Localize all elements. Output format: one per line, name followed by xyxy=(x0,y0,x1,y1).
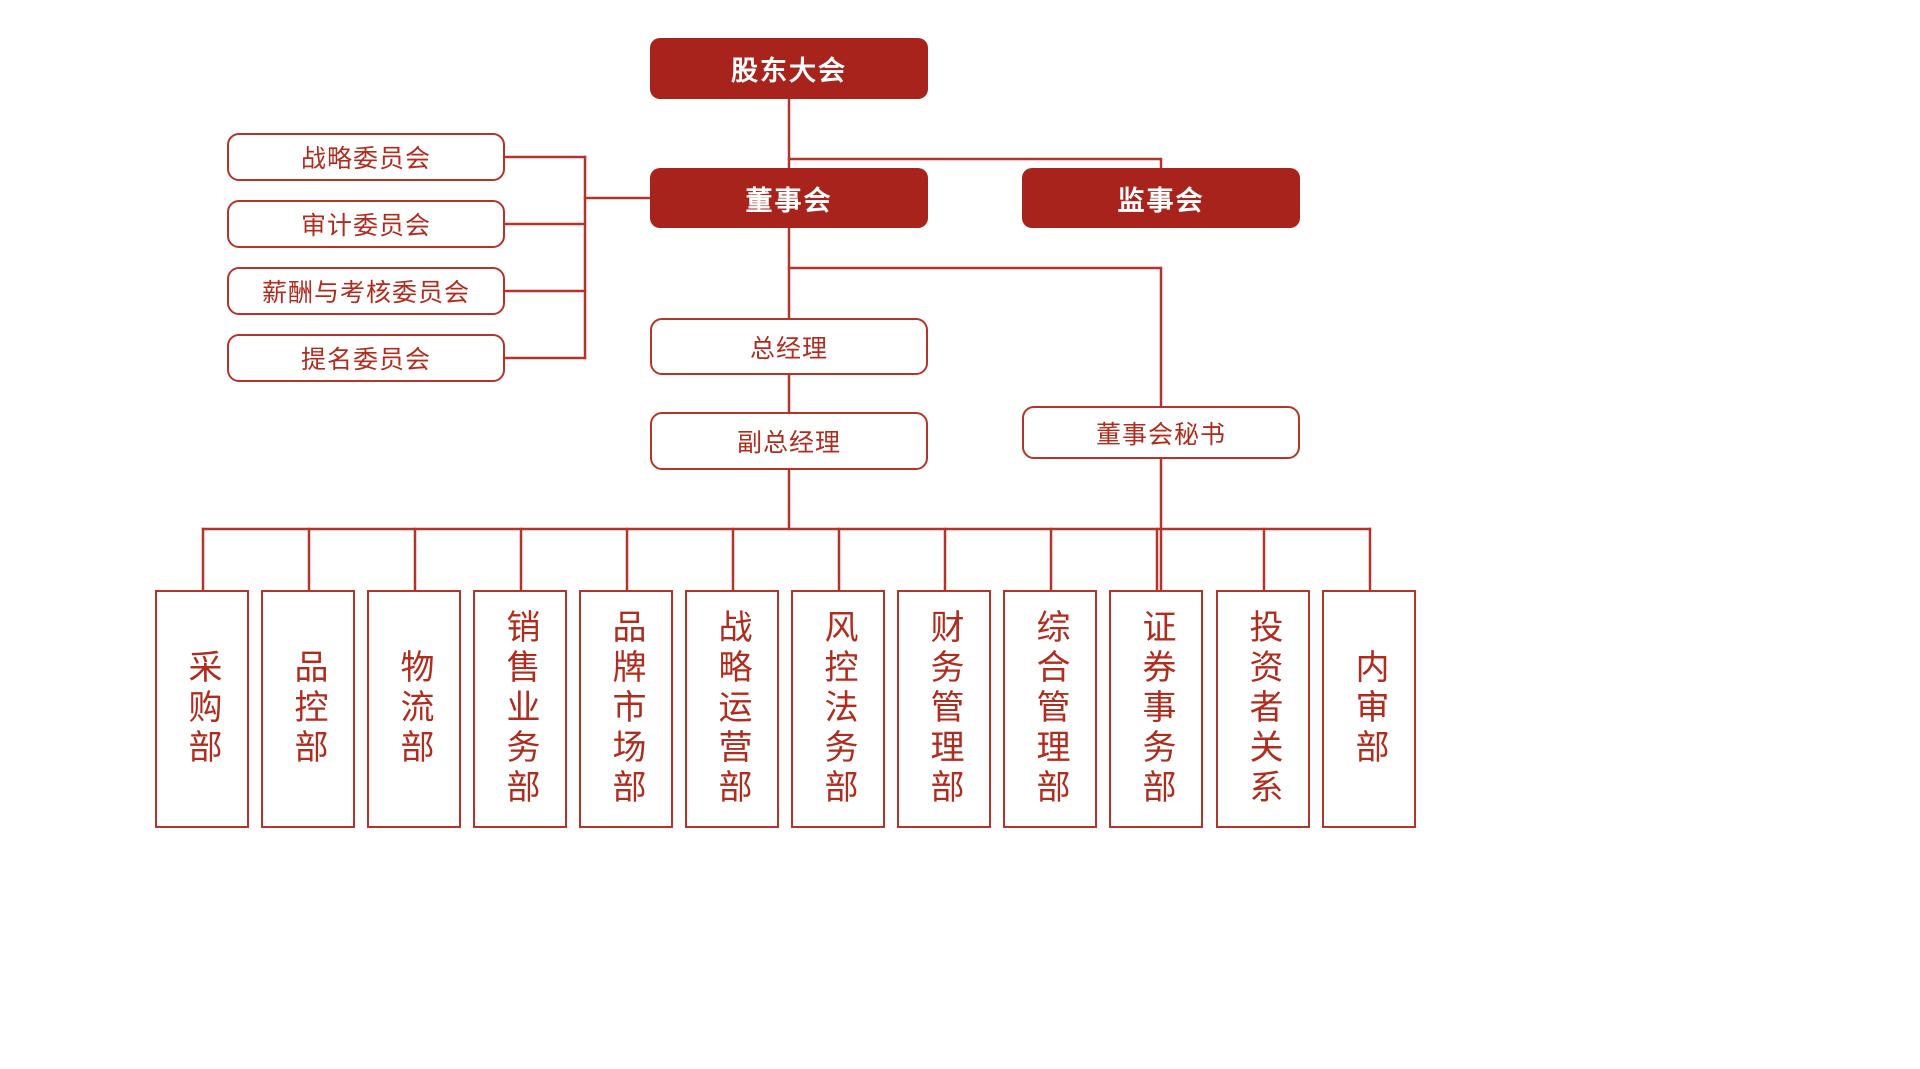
node-board-of-supervisors[interactable]: 监事会 xyxy=(1022,168,1300,228)
dept-label: 综合管理部 xyxy=(1031,609,1069,809)
node-deputy-general-manager[interactable]: 副总经理 xyxy=(650,412,928,470)
dept-investor-relations[interactable]: 投资者关系 xyxy=(1216,590,1310,828)
dept-general-administration[interactable]: 综合管理部 xyxy=(1003,590,1097,828)
node-shareholders-meeting[interactable]: 股东大会 xyxy=(650,38,928,99)
dept-quality-control[interactable]: 品控部 xyxy=(261,590,355,828)
dept-internal-audit[interactable]: 内审部 xyxy=(1322,590,1416,828)
node-general-manager[interactable]: 总经理 xyxy=(650,318,928,375)
node-label: 战略委员会 xyxy=(300,145,431,173)
node-nomination-committee[interactable]: 提名委员会 xyxy=(227,334,505,382)
dept-financial-management[interactable]: 财务管理部 xyxy=(897,590,991,828)
node-strategy-committee[interactable]: 战略委员会 xyxy=(227,133,505,181)
dept-strategy-operations[interactable]: 战略运营部 xyxy=(685,590,779,828)
node-label: 董事会秘书 xyxy=(1095,420,1226,449)
dept-label: 投资者关系 xyxy=(1244,609,1282,809)
node-board-of-directors[interactable]: 董事会 xyxy=(650,168,928,228)
node-label: 股东大会 xyxy=(731,56,847,86)
dept-sales-business[interactable]: 销售业务部 xyxy=(473,590,567,828)
dept-procurement[interactable]: 采购部 xyxy=(155,590,249,828)
dept-securities-affairs[interactable]: 证券事务部 xyxy=(1109,590,1203,828)
node-label: 董事会 xyxy=(745,185,833,216)
dept-label: 品牌市场部 xyxy=(607,609,645,809)
node-label: 总经理 xyxy=(749,334,828,363)
edge-shareholders-to-supervisors xyxy=(787,157,1163,170)
node-label: 副总经理 xyxy=(736,429,841,457)
node-label: 审计委员会 xyxy=(300,212,431,240)
dept-label: 内审部 xyxy=(1350,649,1388,769)
dept-label: 风控法务部 xyxy=(819,609,857,809)
node-label: 监事会 xyxy=(1117,185,1205,216)
dept-label: 财务管理部 xyxy=(925,609,963,809)
dept-label: 采购部 xyxy=(183,649,221,769)
node-compensation-committee[interactable]: 薪酬与考核委员会 xyxy=(227,267,505,315)
dept-label: 品控部 xyxy=(289,649,327,769)
dept-label: 证券事务部 xyxy=(1137,609,1175,809)
node-board-secretary[interactable]: 董事会秘书 xyxy=(1022,406,1300,459)
dept-label: 销售业务部 xyxy=(501,609,539,809)
dept-logistics[interactable]: 物流部 xyxy=(367,590,461,828)
dept-risk-legal[interactable]: 风控法务部 xyxy=(791,590,885,828)
dept-label: 物流部 xyxy=(395,649,433,769)
dept-label: 战略运营部 xyxy=(713,609,751,809)
dept-brand-marketing[interactable]: 品牌市场部 xyxy=(579,590,673,828)
node-label: 薪酬与考核委员会 xyxy=(261,279,470,307)
node-audit-committee[interactable]: 审计委员会 xyxy=(227,200,505,248)
node-label: 提名委员会 xyxy=(300,346,431,374)
